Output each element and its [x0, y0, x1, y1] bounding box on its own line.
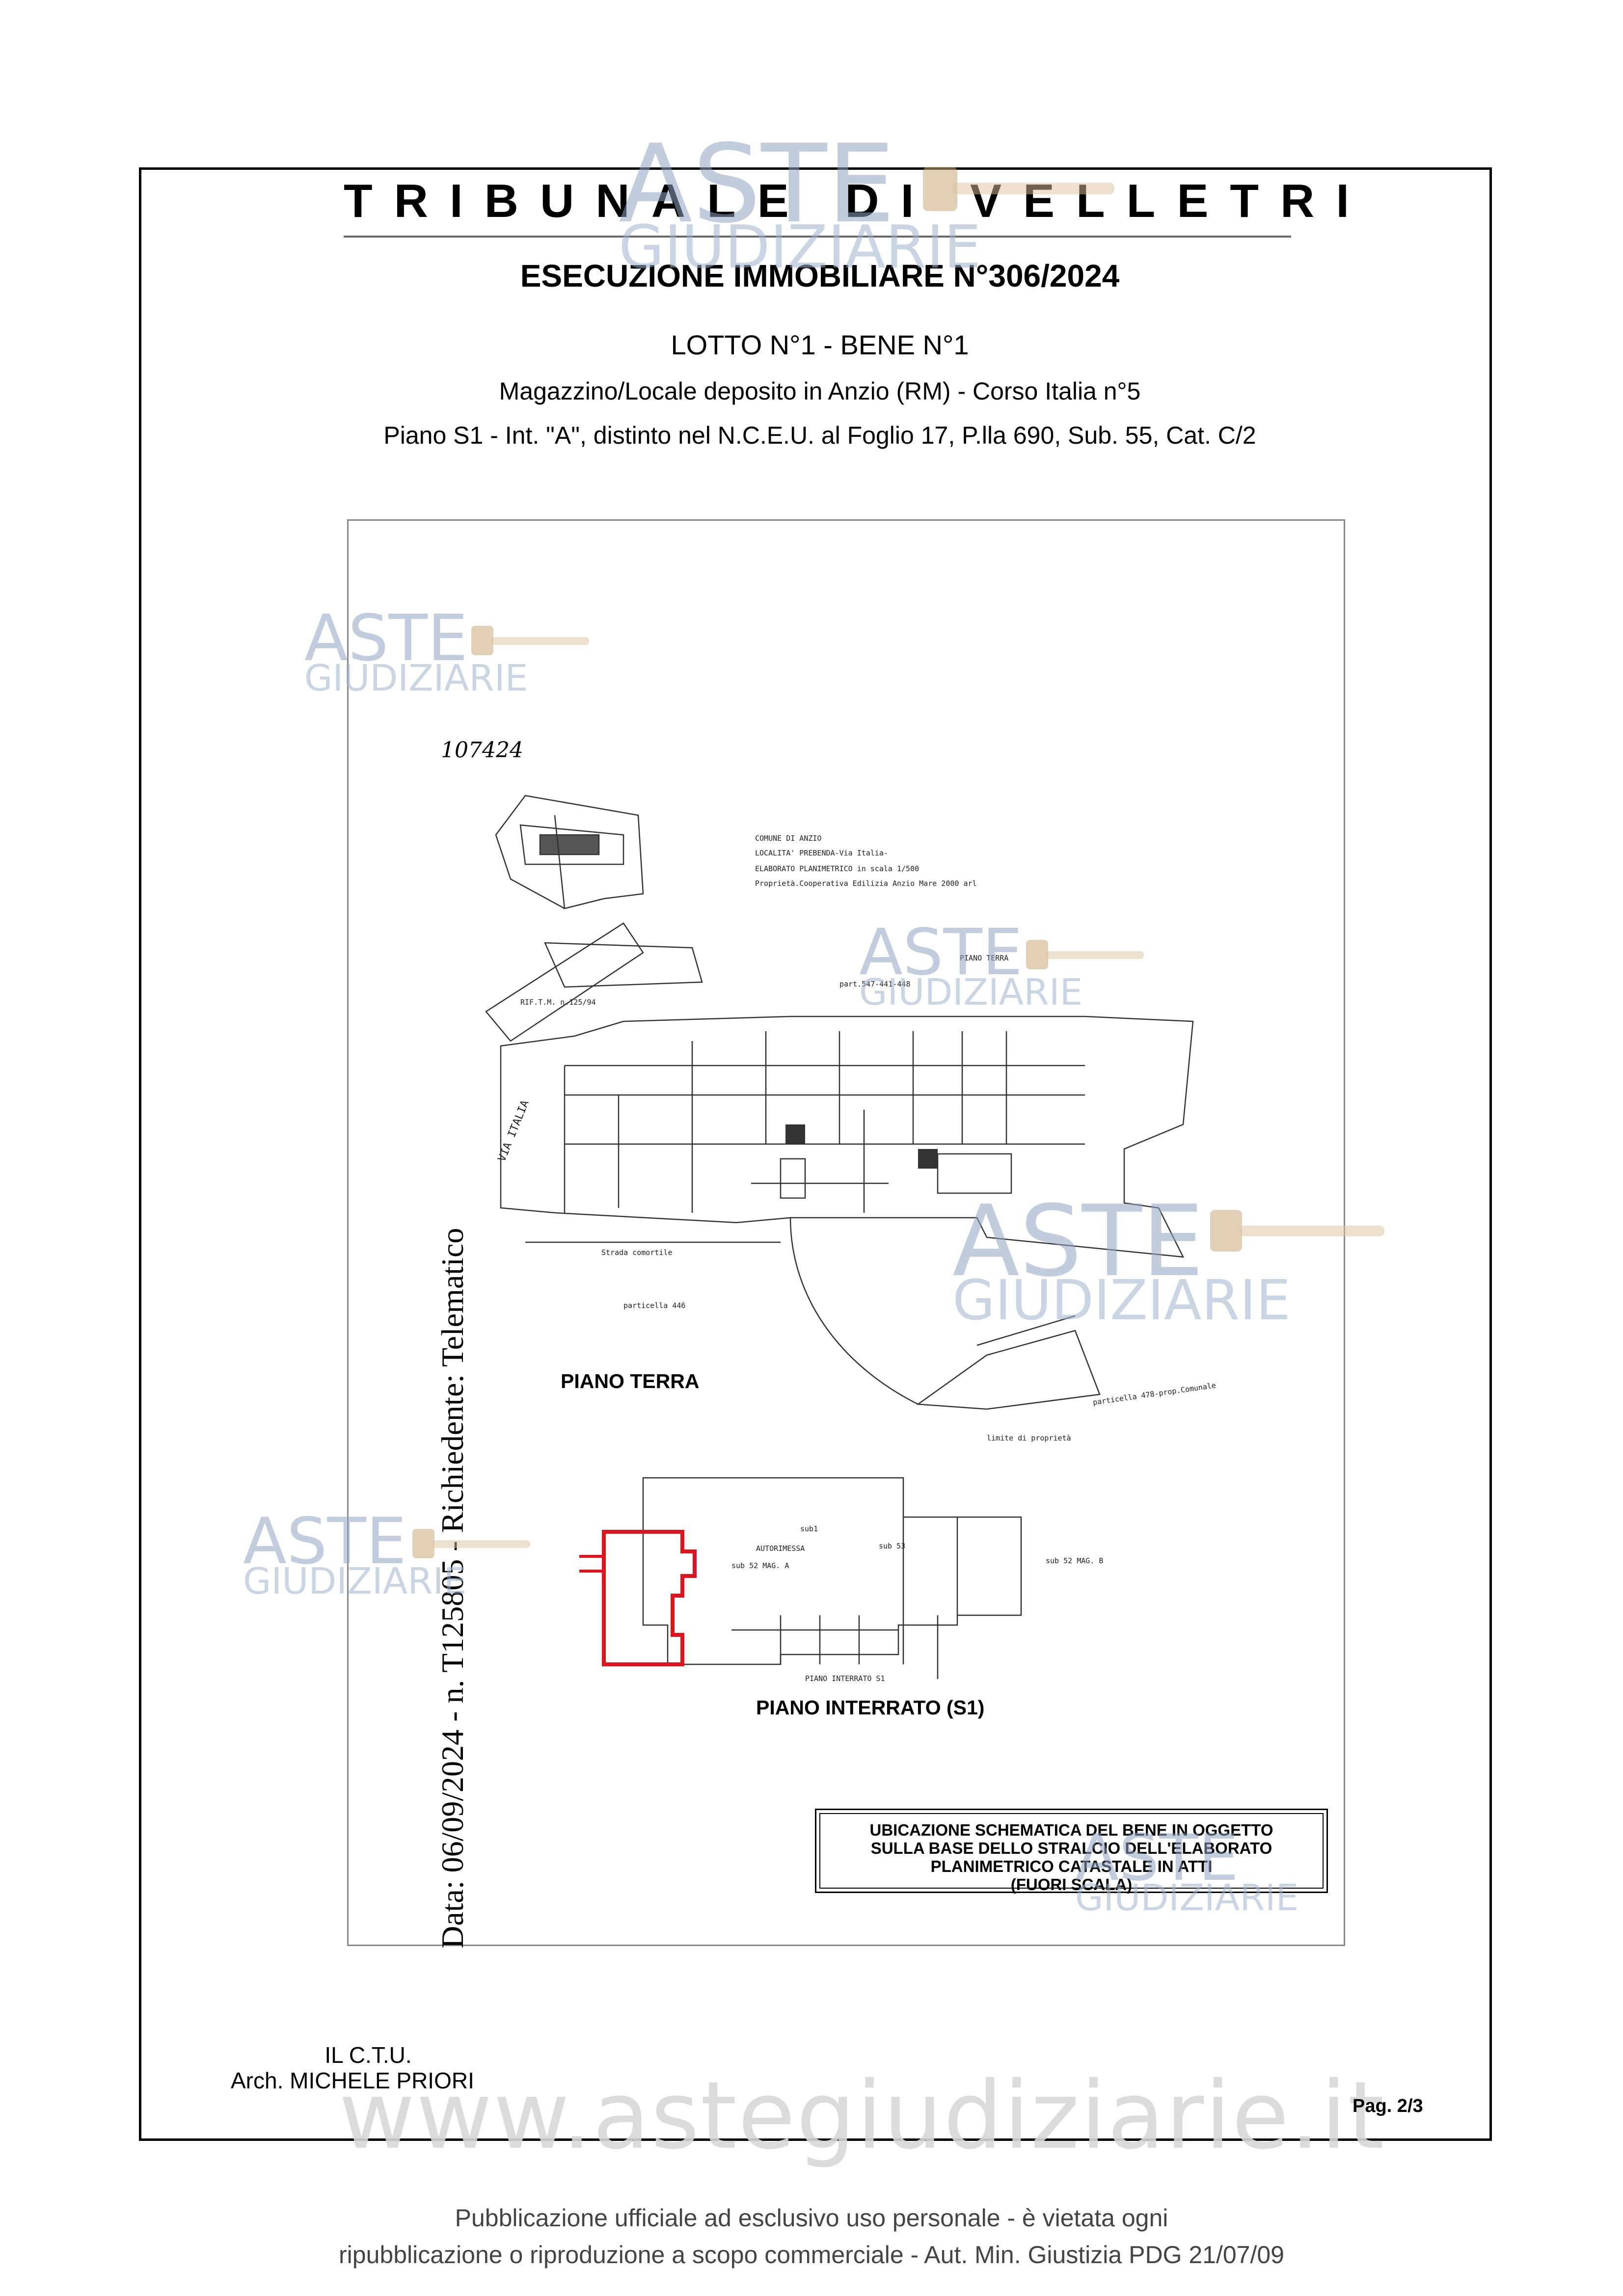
piano-terra-label: PIANO TERRA — [561, 1370, 700, 1392]
piano-interrato-label: PIANO INTERRATO (S1) — [756, 1696, 985, 1719]
execution-number: ESECUZIONE IMMOBILIARE N°306/2024 — [520, 258, 1120, 294]
plan-note-1: COMUNE DI ANZIO — [755, 834, 822, 843]
gavel-icon — [1026, 940, 1144, 969]
page-number: Pag. 2/3 — [1352, 2096, 1423, 2116]
watermark-aste-4: ASTE GIUDIZIARIE — [952, 1184, 1291, 1333]
footer-line1: Pubblicazione ufficiale ad esclusivo uso… — [455, 2204, 1168, 2232]
partic-top: part.547-441-448 — [839, 980, 911, 988]
watermark-aste-2: ASTE GIUDIZIARIE — [304, 601, 528, 699]
court-title: TRIBUNALE DI VELLETRI — [344, 175, 1371, 227]
autorimessa-label: AUTORIMESSA — [756, 1544, 805, 1553]
property-description-line1: Magazzino/Locale deposito in Anzio (RM) … — [499, 377, 1141, 405]
piano-interrato-small: PIANO INTERRATO S1 — [805, 1674, 885, 1683]
plan-note-4: Proprietà.Cooperativa Edilizia Anzio Mar… — [755, 879, 977, 888]
watermark-aste-1: ASTE GIUDIZIARIE — [619, 121, 981, 282]
watermark-aste-5: ASTE GIUDIZIARIE — [243, 1504, 467, 1602]
caption-line-4: (FUORI SCALA) — [1010, 1875, 1133, 1894]
plan-note-3: ELABORATO PLANIMETRICO in scala 1/500 — [755, 864, 920, 873]
page-frame — [139, 167, 1492, 2141]
sub-label-53: sub 53 — [879, 1542, 906, 1550]
signature-role: IL C.T.U. — [325, 2042, 412, 2068]
watermark-aste-3: ASTE GIUDIZIARIE — [859, 915, 1083, 1014]
sub-label-mag-b: sub 52 MAG. B — [1046, 1556, 1104, 1565]
gavel-icon — [1210, 1210, 1384, 1252]
gavel-icon — [923, 167, 1114, 211]
plan-caption-box: UBICAZIONE SCHEMATICA DEL BENE IN OGGETT… — [815, 1809, 1328, 1894]
caption-line-3: PLANIMETRICO CATASTALE IN ATTI — [930, 1857, 1213, 1875]
footer-line2: ripubblicazione o riproduzione a scopo c… — [339, 2241, 1284, 2269]
piano-terra-small: PIANO TERRA — [960, 954, 1009, 962]
watermark-aste-6: ASTE GIUDIZIARIE — [1075, 1820, 1299, 1919]
court-title-rule — [344, 236, 1291, 238]
limite-label: limite di proprietà — [987, 1434, 1071, 1442]
sub-label-1: sub1 — [800, 1524, 818, 1533]
watermark-site: www.astegiudiziarie.it — [339, 2061, 1385, 2170]
signature-name: Arch. MICHELE PRIORI — [231, 2068, 474, 2093]
plan-note-2: LOCALITA' PREBENDA-Via Italia- — [755, 849, 888, 857]
handwritten-number: 107424 — [441, 738, 523, 763]
caption-line-1: UBICAZIONE SCHEMATICA DEL BENE IN OGGETT… — [869, 1821, 1273, 1839]
plan-drawing — [485, 795, 1194, 1679]
cadastral-plan: 107424 COMUNE DI ANZIO LOCALITA' PREBEND… — [347, 519, 1345, 1946]
caption-line-2: SULLA BASE DELLO STRALCIO DELL'ELABORATO — [870, 1839, 1272, 1857]
rif-label: RIF.T.M. n.125/94 — [520, 998, 596, 1007]
particella-446: particella 446 — [623, 1301, 686, 1310]
sub-label-mag-a: sub 52 MAG. A — [731, 1561, 789, 1570]
gavel-icon — [412, 1529, 530, 1558]
gavel-icon — [471, 626, 589, 655]
highlighted-unit — [602, 1530, 697, 1666]
strada-label: Strada comortile — [601, 1248, 673, 1257]
property-description-line2: Piano S1 - Int. "A", distinto nel N.C.E.… — [383, 422, 1256, 449]
lot-title: LOTTO N°1 - BENE N°1 — [671, 329, 969, 360]
